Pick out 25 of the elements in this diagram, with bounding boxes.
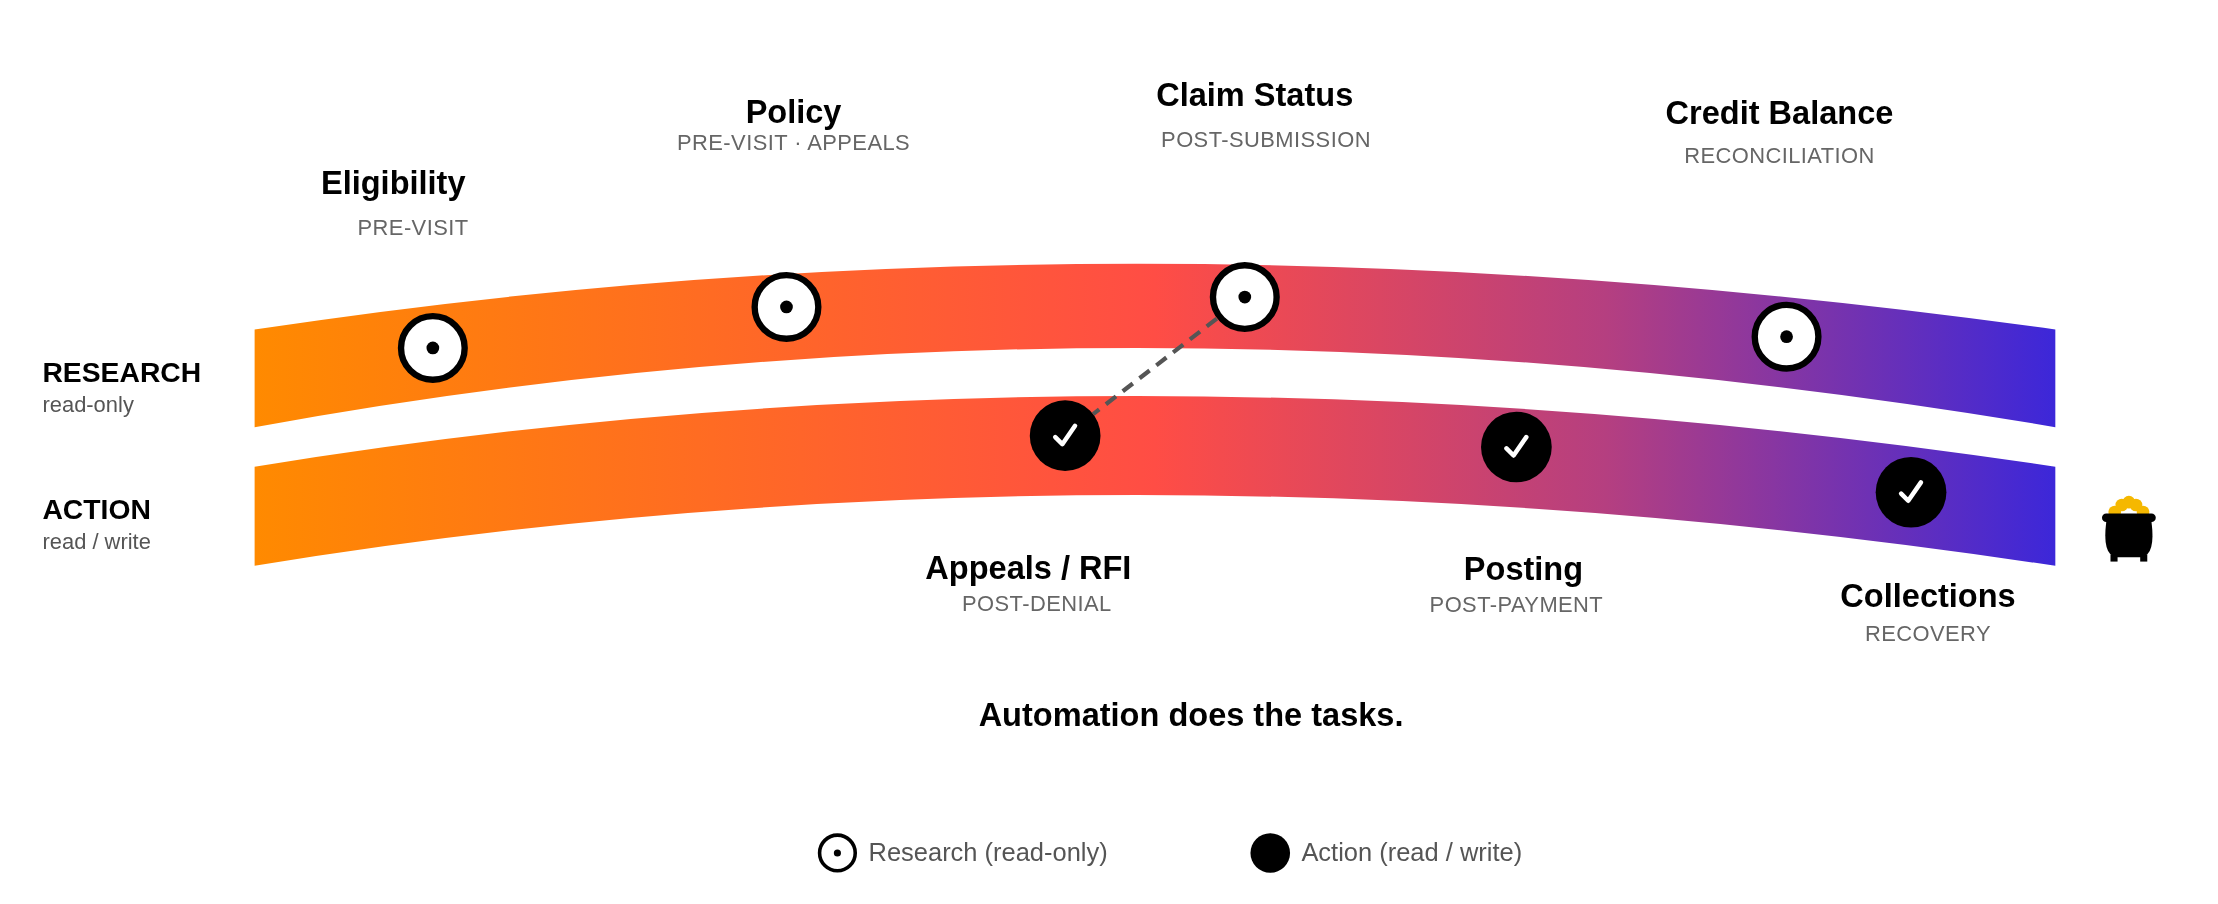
stage-subtitle: PRE-VISIT · APPEALS <box>677 130 911 156</box>
lane-subtitle: read / write <box>42 529 151 555</box>
stage-title: Eligibility <box>320 164 466 203</box>
stage-subtitle: POST-PAYMENT <box>1429 592 1604 619</box>
stage-title: Collections <box>1840 577 2016 616</box>
lane-title: ACTION <box>42 493 151 527</box>
stage-subtitle: PRE-VISIT <box>357 215 469 241</box>
legend-label: Research (read-only) <box>868 838 1108 869</box>
dashed-connector <box>1091 317 1219 416</box>
stage-title: Credit Balance <box>1665 94 1894 133</box>
legend-label: Action (read / write) <box>1301 838 1523 869</box>
stage-title: Policy <box>745 93 842 132</box>
stage-title: Posting <box>1463 550 1584 589</box>
lane-subtitle: read-only <box>42 391 134 418</box>
stage-subtitle: POST-DENIAL <box>962 591 1112 617</box>
stage-title: Claim Status <box>1156 76 1354 115</box>
stage-subtitle: RECOVERY <box>1865 621 1992 647</box>
stage-subtitle: RECONCILIATION <box>1684 142 1875 169</box>
lane-title: RESEARCH <box>42 356 202 389</box>
stage-subtitle: POST-SUBMISSION <box>1161 127 1371 153</box>
stage-title: Appeals / RFI <box>925 548 1132 588</box>
check-marker <box>1029 400 1101 472</box>
check-marker <box>1481 411 1552 483</box>
caption: Automation does the tasks. <box>978 695 1404 735</box>
check-marker <box>1875 456 1947 528</box>
